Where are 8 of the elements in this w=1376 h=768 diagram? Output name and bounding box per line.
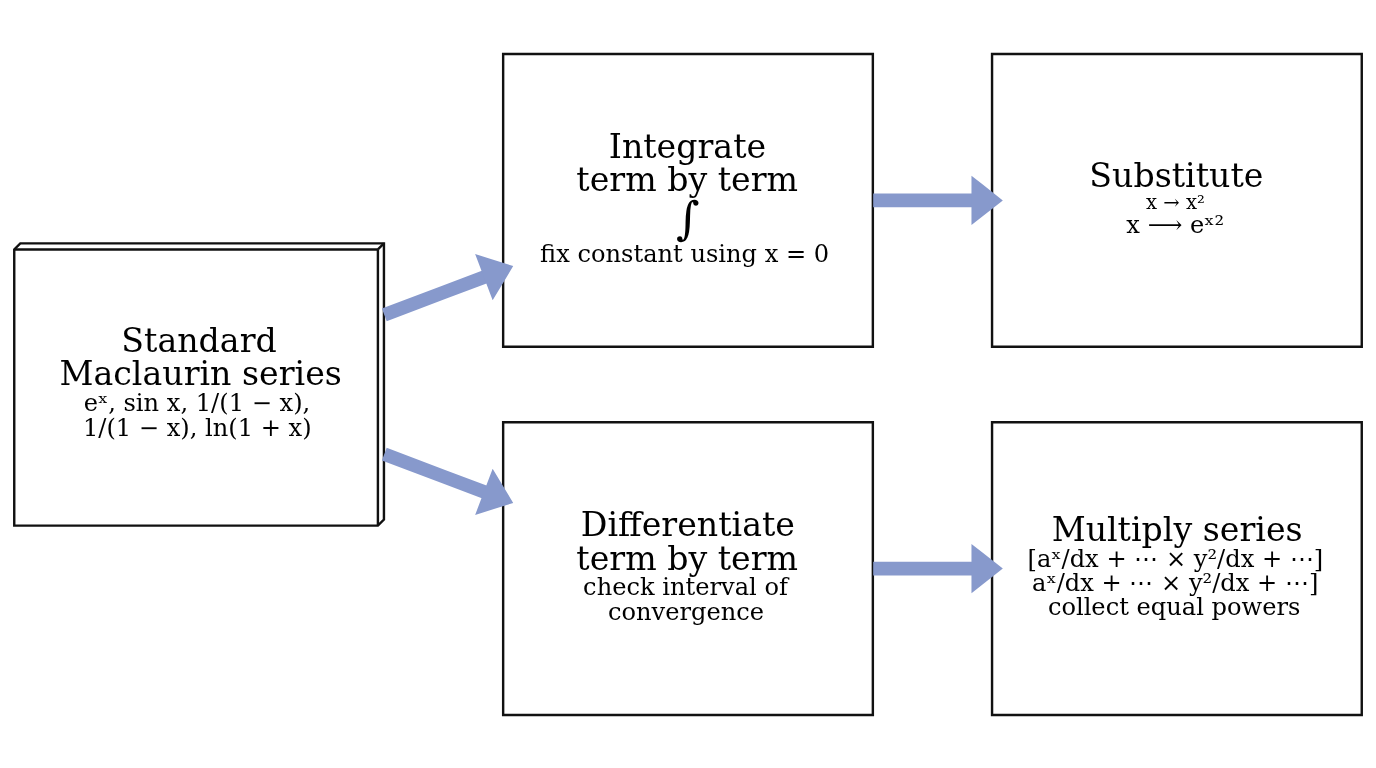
node-box: Integrate term by term ∫ fix constant using x = 0 (501, 52, 875, 348)
arrow (381, 447, 514, 515)
node-box: Differentiate term by term check interval of convergence (501, 420, 875, 716)
node-box: Multiply series [aˣ/dx + ⋯ × y²/dx + ⋯] aˣ/dx + ⋯ × y²/dx + ⋯] collect equal powers (990, 420, 1363, 716)
arrow (873, 543, 1003, 593)
node-box: Substitute x → x² x ⟶ eˣ² (990, 52, 1363, 348)
arrow (381, 253, 514, 321)
arrow (873, 175, 1003, 225)
